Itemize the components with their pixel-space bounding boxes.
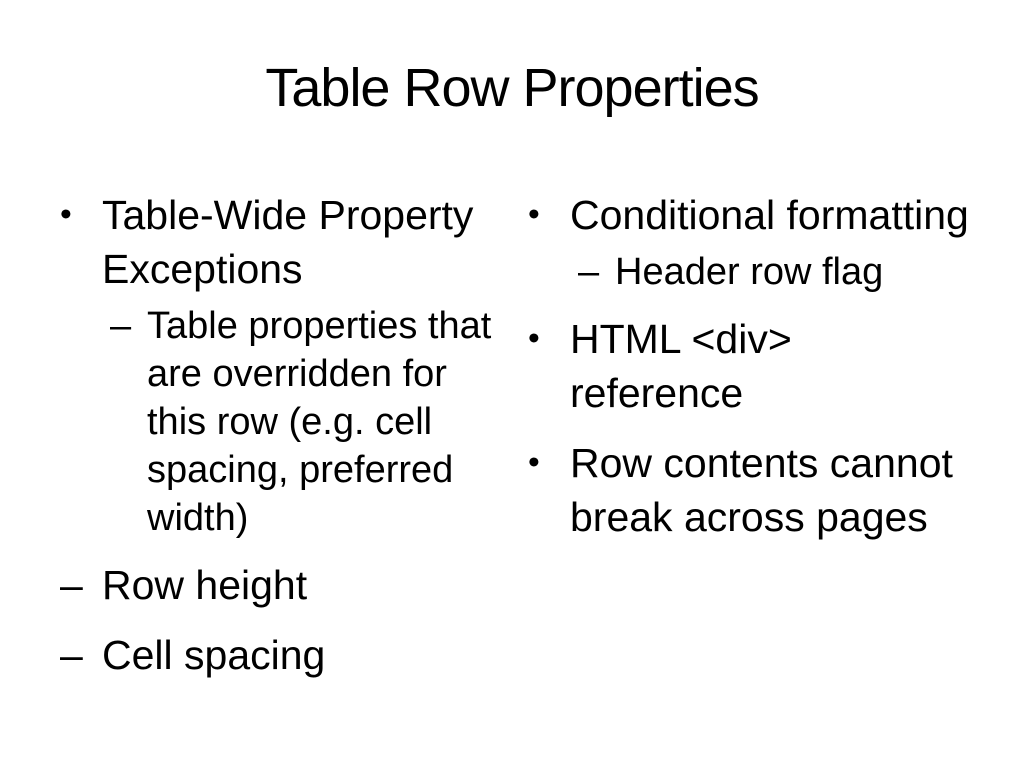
sub-bullet-item-text: Header row flag [615, 251, 884, 293]
bullet-marker: • [528, 320, 540, 357]
bullet-marker: • [528, 196, 540, 233]
bullet-item: • Table-Wide Property Exceptions [60, 188, 510, 296]
sub-bullet-item: – Header row flag [578, 248, 1000, 296]
left-text-column: • Table-Wide Property Exceptions – Table… [60, 188, 510, 682]
dash-marker: – [578, 251, 600, 293]
bullet-item-text: Conditional formatting [570, 192, 969, 238]
dash-item-text: Row height [102, 562, 308, 608]
sub-bullet-item-text: Table properties that are overridden for… [147, 305, 492, 539]
bullet-item-text: Table-Wide Property Exceptions [102, 192, 474, 292]
bullet-item: • Conditional formatting [528, 188, 1000, 242]
bullet-item-text: Row contents cannot break across pages [570, 440, 953, 540]
bullet-item-text: HTML <div> reference [570, 316, 792, 416]
bullet-marker: • [528, 444, 540, 481]
dash-item: – Row height [60, 558, 510, 612]
right-text-column: • Conditional formatting – Header row fl… [528, 188, 1000, 544]
bullet-marker: • [60, 196, 72, 233]
slide-title: Table Row Properties [265, 58, 759, 118]
dash-marker: – [60, 562, 83, 608]
dash-item-text: Cell spacing [102, 632, 326, 678]
dash-item: – Cell spacing [60, 628, 510, 682]
sub-bullet-item: – Table properties that are overridden f… [110, 302, 510, 542]
dash-marker: – [60, 632, 83, 678]
dash-marker: – [110, 305, 132, 347]
bullet-item: • Row contents cannot break across pages [528, 436, 1000, 544]
bullet-item: • HTML <div> reference [528, 312, 1000, 420]
